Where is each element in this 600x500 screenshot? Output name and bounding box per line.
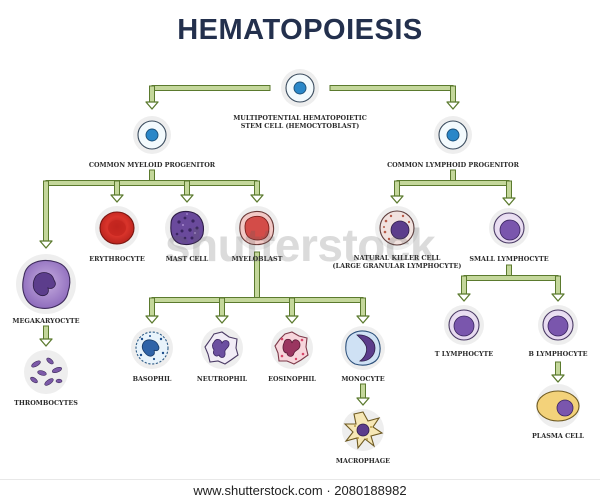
arrow-to-myeloblast-arrowhead [250, 194, 264, 203]
arrow-stem-to-lymphoid-arrowhead [446, 101, 460, 110]
arrow-to-megakaryocyte-shaft [43, 180, 49, 243]
arrow-to-erythrocyte-shaft [114, 180, 120, 197]
label-common-lymphoid-progenitor: COMMON LYMPHOID PROGENITOR [387, 161, 519, 169]
arrow-small-lymph-branch-bar [463, 275, 559, 281]
cell-erythrocyte [95, 206, 139, 250]
arrow-stem-to-lymphoid-bar [329, 85, 454, 91]
arrow-to-mast-cell-shaft [184, 180, 190, 197]
label-stem-cell: MULTIPOTENTIAL HEMATOPOIETIC STEM CELL (… [233, 114, 367, 130]
label-small-lymphocyte: SMALL LYMPHOCYTE [469, 255, 549, 263]
arrow-to-basophil-shaft [149, 297, 155, 318]
label-t-lymphocyte: T LYMPHOCYTE [434, 350, 494, 358]
label-plasma-cell: PLASMA CELL [531, 432, 585, 440]
cell-t-lymphocyte [444, 305, 484, 345]
arrow-to-myeloblast-shaft [254, 180, 260, 197]
cell-neutrophil [201, 327, 243, 369]
arrow-to-eosinophil-arrowhead [285, 315, 299, 324]
arrow-to-monocyte-shaft [360, 297, 366, 318]
arrow-stem-to-lymphoid-shaft [450, 85, 456, 104]
arrow-to-thrombocytes-shaft [43, 325, 49, 341]
cell-small-lymphocyte [489, 208, 529, 248]
label-thrombocytes: THROMBOCYTES [14, 399, 78, 407]
arrow-to-plasma-cell-arrowhead [551, 374, 565, 383]
cell-plasma [536, 384, 580, 428]
label-mast-cell: MAST CELL [165, 255, 209, 263]
arrow-to-b-lymphocyte-arrowhead [551, 293, 565, 302]
arrow-to-neutrophil-arrowhead [215, 315, 229, 324]
arrow-to-plasma-cell-shaft [555, 361, 561, 377]
arrow-myeloblast-branch-bar [151, 297, 364, 303]
arrow-to-natural-killer-shaft [394, 180, 400, 198]
arrow-to-basophil-arrowhead [145, 315, 159, 324]
cell-stem [281, 69, 319, 107]
cell-monocyte [341, 326, 385, 370]
cell-macrophage [342, 409, 384, 451]
cell-basophil [131, 327, 173, 369]
arrow-to-macrophage-shaft [360, 383, 366, 400]
label-myeloblast: MYELOBLAST [231, 255, 283, 263]
label-eosinophil: EOSINOPHIL [268, 375, 316, 383]
arrow-to-megakaryocyte-arrowhead [39, 240, 53, 249]
arrow-to-erythrocyte-arrowhead [110, 194, 124, 203]
differentiation-arrows [39, 85, 565, 406]
label-megakaryocyte: MEGAKARYOCYTE [12, 317, 80, 325]
arrow-to-natural-killer-arrowhead [390, 195, 404, 204]
cell-natural-killer [375, 206, 419, 250]
label-macrophage: MACROPHAGE [335, 457, 391, 465]
arrow-to-eosinophil-shaft [289, 297, 295, 318]
cell-myeloblast [235, 206, 279, 250]
arrow-to-thrombocytes-arrowhead [39, 338, 53, 347]
diagram-title: HEMATOPOIESIS [177, 14, 423, 46]
arrow-to-neutrophil-shaft [219, 297, 225, 318]
stock-footer-text: www.shutterstock.com · 2080188982 [193, 483, 407, 498]
cell-myeloid-progenitor [133, 116, 171, 154]
arrow-lymphoid-branch-bar [396, 180, 510, 186]
cell-thrombocytes [24, 350, 68, 394]
label-b-lymphocyte: B LYMPHOCYTE [528, 350, 588, 358]
cell-b-lymphocyte [538, 305, 578, 345]
label-basophil: BASOPHIL [132, 375, 172, 383]
label-natural-killer-cell: NATURAL KILLER CELL (LARGE GRANULAR LYMP… [332, 254, 462, 270]
cell-mast [165, 206, 209, 250]
arrow-to-b-lymphocyte-shaft [555, 275, 561, 296]
arrow-to-mast-cell-arrowhead [180, 194, 194, 203]
stock-footer-bar: www.shutterstock.com · 2080188982 [0, 479, 600, 500]
cell-lymphoid-progenitor [434, 116, 472, 154]
arrow-to-t-lymphocyte-arrowhead [457, 293, 471, 302]
arrow-stem-to-myeloid-bar [151, 85, 271, 91]
arrow-stem-to-myeloid-arrowhead [145, 101, 159, 110]
label-monocyte: MONOCYTE [341, 375, 385, 383]
arrow-to-small-lymphocyte-shaft [506, 180, 512, 200]
cell-megakaryocyte [16, 254, 76, 314]
arrow-to-t-lymphocyte-shaft [461, 275, 467, 296]
label-erythrocyte: ERYTHROCYTE [89, 255, 145, 263]
cell-eosinophil [271, 327, 313, 369]
label-neutrophil: NEUTROPHIL [196, 375, 248, 383]
arrow-to-small-lymphocyte-arrowhead [502, 197, 516, 206]
arrow-myeloid-branch-bar [45, 180, 258, 186]
arrow-stem-to-myeloid-shaft [149, 85, 155, 104]
arrow-to-macrophage-arrowhead [356, 397, 370, 406]
label-common-myeloid-progenitor: COMMON MYELOID PROGENITOR [88, 161, 216, 169]
arrow-to-monocyte-arrowhead [356, 315, 370, 324]
